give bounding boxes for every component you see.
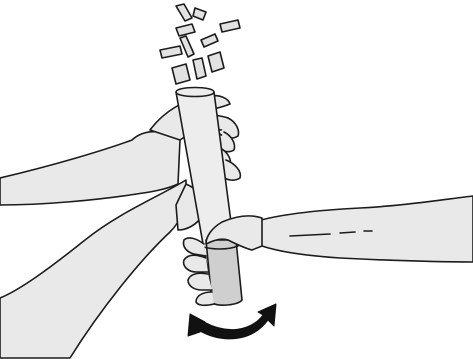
confetti-icon (160, 4, 240, 84)
twist-arrow-icon (188, 304, 276, 339)
